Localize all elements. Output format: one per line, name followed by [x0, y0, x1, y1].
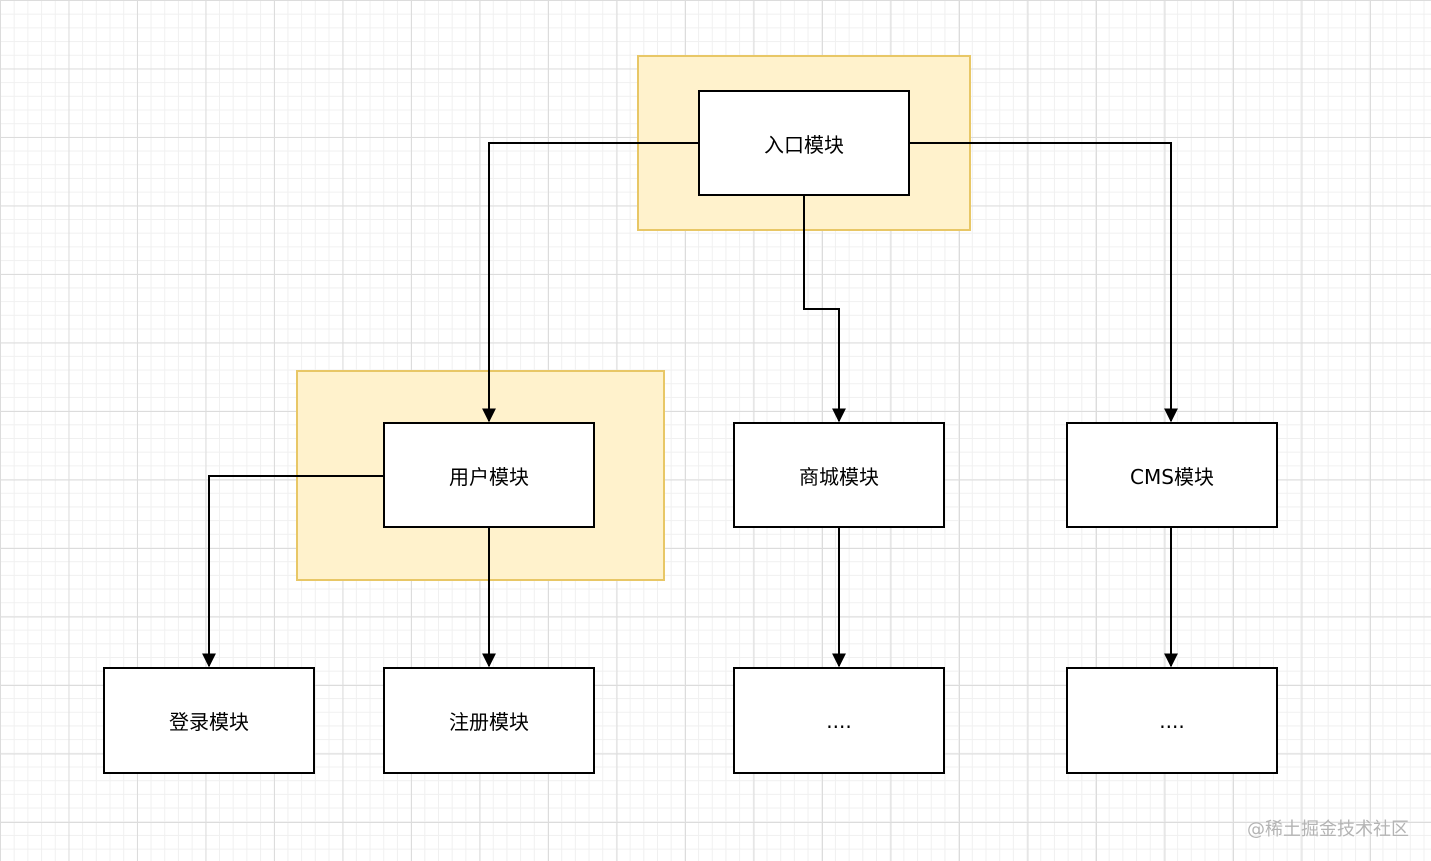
node-login-module[interactable]: 登录模块 — [103, 667, 315, 774]
node-cms-more[interactable]: .... — [1066, 667, 1278, 774]
node-cms-module[interactable]: CMS模块 — [1066, 422, 1278, 528]
node-user-module[interactable]: 用户模块 — [383, 422, 595, 528]
node-mall-more[interactable]: .... — [733, 667, 945, 774]
watermark-text: @稀土掘金技术社区 — [1247, 819, 1409, 840]
node-register-module[interactable]: 注册模块 — [383, 667, 595, 774]
node-entry-module[interactable]: 入口模块 — [698, 90, 910, 196]
node-mall-module[interactable]: 商城模块 — [733, 422, 945, 528]
